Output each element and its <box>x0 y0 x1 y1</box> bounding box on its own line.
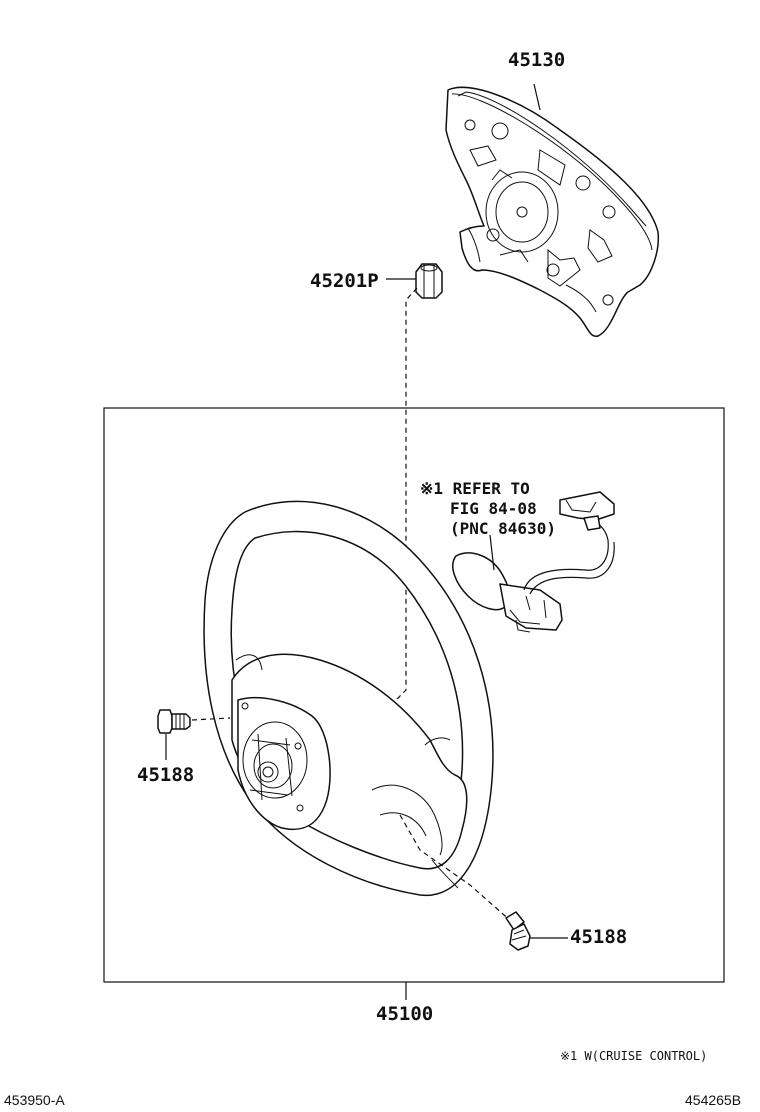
note-line-2: FIG 84-08 <box>450 499 537 518</box>
part-label-45188-right: 45188 <box>570 926 627 948</box>
part-label-45100: 45100 <box>376 1003 433 1025</box>
steering-wheel-45100 <box>203 500 494 897</box>
diagram-code-right: 454265B <box>685 1092 741 1108</box>
part-label-45130: 45130 <box>508 49 565 71</box>
nut-45201P <box>386 263 443 299</box>
airbag-module-45130 <box>445 83 660 337</box>
note-line-1: ※1 REFER TO <box>420 479 530 498</box>
screw-45188-left <box>157 709 231 760</box>
cruise-control-switch <box>452 491 615 633</box>
note-line-3: (PNC 84630) <box>450 519 556 538</box>
part-label-45201P: 45201P <box>310 270 379 292</box>
part-label-45188-left: 45188 <box>137 764 194 786</box>
diagram-code-left: 453950-A <box>4 1092 65 1108</box>
cruise-control-footnote: ※1 W(CRUISE CONTROL) <box>560 1049 707 1063</box>
assembly-frame <box>103 407 725 983</box>
screw-45188-right <box>399 814 568 951</box>
